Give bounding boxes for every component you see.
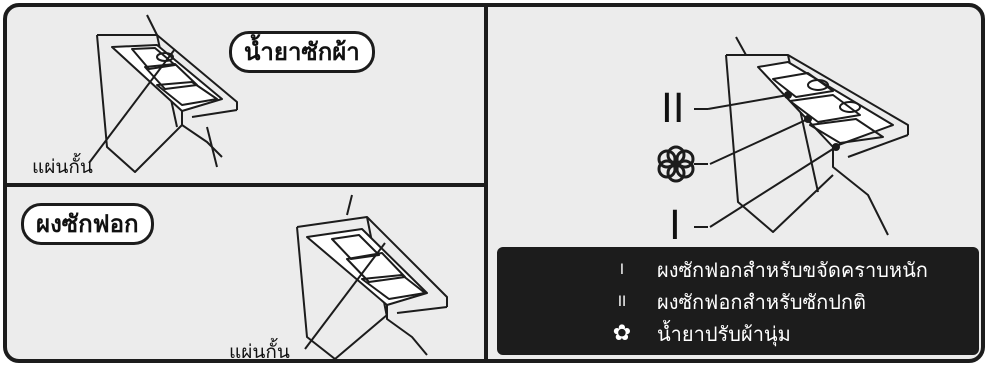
dispenser-drawing-liquid [88, 14, 238, 173]
legend-text: ผงซักฟอกสำหรับขจัดคราบหนัก [657, 258, 928, 282]
divider-label-bottom: แผ่นกั้น [229, 341, 290, 363]
dispenser-drawing-compartments [657, 36, 909, 236]
leader-line-flower [709, 118, 809, 165]
dispenser-drawing-powder [296, 194, 448, 359]
instruction-frame: น้ำยาซักผ้า แผ่นกั้น ผงซักฟอก แผ่นกั้น [3, 3, 985, 363]
vertical-divider [484, 7, 488, 359]
badge-liquid-detergent: น้ำยาซักผ้า [229, 31, 375, 73]
legend-box: I ผงซักฟอกสำหรับขจัดคราบหนัก II ผงซักฟอก… [497, 247, 979, 355]
legend-row: ✿ น้ำยาปรับผ้านุ่ม [497, 319, 979, 349]
legend-row: I ผงซักฟอกสำหรับขจัดคราบหนัก [497, 255, 979, 285]
legend-text: ผงซักฟอกสำหรับซักปกติ [657, 290, 866, 314]
double-bar-icon: II [661, 86, 685, 132]
legend-row: II ผงซักฟอกสำหรับซักปกติ [497, 287, 979, 317]
single-bar-icon: I [669, 203, 681, 249]
horizontal-divider [7, 183, 484, 187]
double-bar-icon: II [617, 294, 627, 310]
leader-line-ii [707, 94, 789, 110]
single-bar-icon: I [619, 262, 625, 278]
divider-label-top: แผ่นกั้น [32, 156, 93, 178]
flower-icon [657, 145, 695, 183]
flower-icon: ✿ [612, 321, 632, 346]
badge-powder-detergent: ผงซักฟอก [21, 203, 154, 245]
legend-text: น้ำยาปรับผ้านุ่ม [657, 322, 791, 346]
leader-line-i [709, 146, 837, 228]
